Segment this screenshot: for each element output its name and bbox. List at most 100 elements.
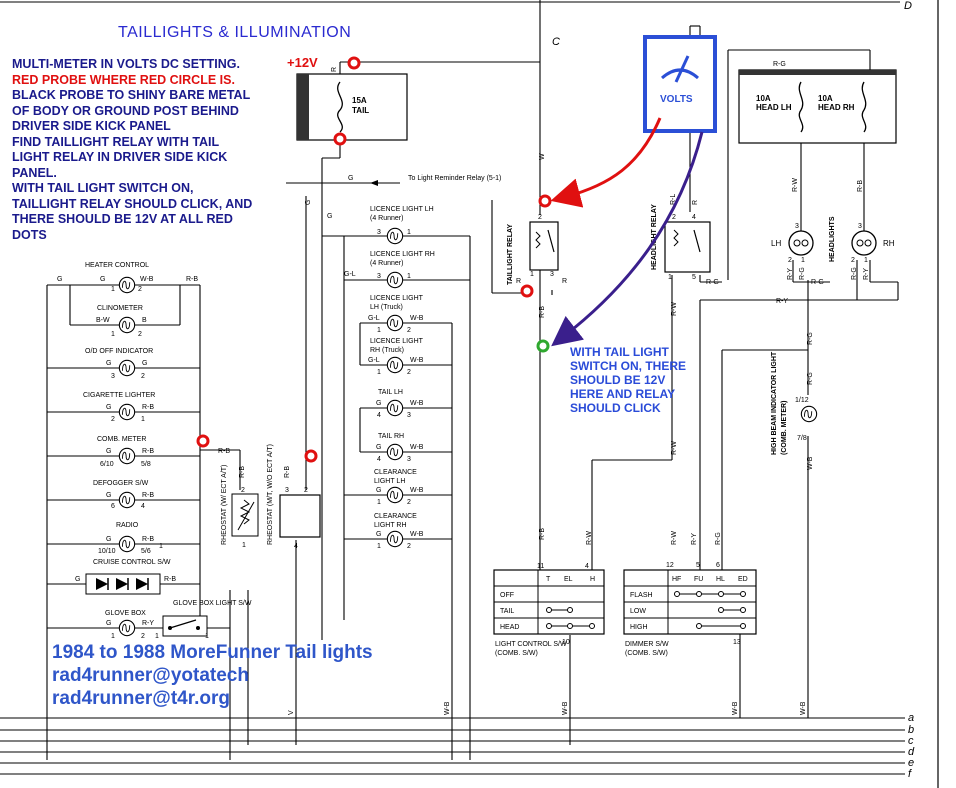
bus-letter-f: f [908,768,912,780]
high-beam-sub: (COMB. METER) [781,401,788,455]
headlight-relay-pin-1: 1 [668,274,672,281]
lc-cruise-right: R-B [164,576,176,583]
lc-heater-right: W-B [140,276,154,283]
dim-sub: (COMB. S/W) [625,650,668,657]
lc-defog-left: G [106,492,111,499]
headlights-pin-1r: 1 [864,257,868,264]
headlights: LH RH HEADLIGHTS R-G R-W R-B 3 3 2 1 2 1… [771,61,895,305]
lc-radio-pin-r: 5/6 [141,548,151,555]
lc-od-right: G [142,360,147,367]
red-arrow [550,117,662,208]
high-beam-indicator: R-G R-G W-B 1/12 7/8 HIGH BEAM INDICATOR… [771,332,818,470]
rheostat-wire-rb2: R-B [284,466,291,478]
dim-pin-13: 13 [733,639,741,646]
relay-note-line-4: HERE AND RELAY [570,387,676,401]
headlight-relay-wire-rw-low: R-W [671,441,678,455]
lc-cig-left: G [106,404,111,411]
dim-row-flash: FLASH [630,592,653,599]
lamp-0-sub: (4 Runner) [370,215,403,222]
lamp-6-left: G [376,487,381,494]
lcs-pin-10: 10 [562,639,570,646]
lc-radio-left: G [106,536,111,543]
lcs-row-head: HEAD [500,624,519,631]
instr-line-12: DOTS [12,227,47,242]
lc-glove-label: GLOVE BOX [105,610,146,617]
lc-glove-pin-l: 1 [111,633,115,640]
lamp-7-right: W-B [410,531,424,538]
lamp-6-pin-r: 2 [407,499,411,506]
lc-glove-sw-pin1: 1 [155,633,159,640]
lc-defog-label: DEFOGGER S/W [93,480,149,487]
lamp-4-pin-r: 3 [407,412,411,419]
corner-label-d: D [904,0,912,12]
rheostat-pin-2b: 2 [304,487,308,494]
lc-cig-pin-r: 1 [141,416,145,423]
headlights-pin-3r: 3 [858,223,862,230]
taillight-relay-pin-3: 3 [550,271,554,278]
headlights-ry-l: R-Y [787,268,794,280]
lamp-7-pin-r: 2 [407,543,411,550]
lamp-4-left: G [376,400,381,407]
lamp-column: LICENCE LIGHT LH (4 Runner) 3 1 LICENCE … [368,206,435,550]
taillight-relay-pin-1: 1 [530,271,534,278]
rheostat-pin-4: 4 [294,543,298,550]
lc-cruise-left: G [75,576,80,583]
instr-line-2: RED PROBE WHERE RED CIRCLE IS. [12,72,235,87]
credit-line-2: rad4runner@yotatech [52,665,249,686]
rheostat-pin-1: 1 [242,542,246,549]
lc-cig-label: CIGARETTE LIGHTER [83,392,155,399]
relay-note-line-3: SHOULD BE 12V [570,373,666,387]
bus-letter-b: b [908,724,914,736]
dim-wire-ry: R-Y [691,533,698,545]
lamp-5-pin-l: 4 [377,456,381,463]
lc-cig-right: R-B [142,404,154,411]
lamp-1-label: LICENCE LIGHT RH [370,251,435,258]
ground-wb2: W-B [562,701,569,715]
lamp-0-pin-r: 1 [407,229,411,236]
headlights-wire-rw: R-W [792,178,799,192]
instr-line-4: OF BODY OR GROUND POST BEHIND [12,103,239,118]
lc-glove-left: G [106,620,111,627]
mid-g-to-reminder: G [348,175,353,182]
lamp-1-pin-r: 1 [407,273,411,280]
lc-heater-label: HEATER CONTROL [85,262,149,269]
taillight-relay-wire-rb: R-B [539,306,546,318]
lamp-7-left: G [376,531,381,538]
lamp-7-sub: LIGHT RH [374,522,407,529]
headlight-relay-wire-rg: R-G [706,279,719,286]
page-title: TAILLIGHTS & ILLUMINATION [118,24,352,41]
lc-g-top: G [57,276,62,283]
headlights-rg-r: R-G [851,267,858,280]
rheostats: RHEOSTAT (W/ ECT A/T) RHEOSTAT (M/T, W/O… [221,200,321,550]
ground-wb4: W-B [800,701,807,715]
ground-wb1: W-B [444,701,451,715]
dimmer-switch: HF FU HL ED FLASH LOW HIGH DIMMER S/W (C… [623,531,757,657]
headlight-relay-pin-5: 5 [692,274,696,281]
dim-label: DIMMER S/W [625,641,669,648]
taillight-relay-wire-r: R [562,278,567,285]
high-beam-label: HIGH BEAM INDICATOR LIGHT [771,351,778,455]
lc-clino-pin-l: 1 [111,331,115,338]
plus-12v-label: +12V [287,55,318,70]
bus-letter-d: d [908,746,915,758]
lc-radio-right: R-B [142,536,154,543]
light-control-switch: T EL H OFF TAIL HEAD LIGHT CONTROL S/W (… [493,531,605,657]
lcs-label: LIGHT CONTROL S/W [495,641,567,648]
high-beam-wire-rg2: R-G [807,372,814,385]
dim-col-hf: HF [672,576,681,583]
bus-letter-a: a [908,712,914,724]
lc-comb-right: R-B [142,448,154,455]
lc-clino-label: CLINOMETER [97,305,143,312]
lc-radio-pin: 1 [159,543,163,550]
dim-pin-5: 5 [696,562,700,569]
head-rh-fuse-rating: 10A [818,94,833,103]
lc-radio-pin-l: 10/10 [98,548,116,555]
probe-dot-relay-coil [520,284,534,298]
lamp-1-pin-l: 3 [377,273,381,280]
head-lh-fuse-rating: 10A [756,94,771,103]
instr-line-11: THERE SHOULD BE 12V AT ALL RED [12,212,233,226]
lamp-3-left: G-L [368,357,380,364]
headlight-relay-pin-2: 2 [672,214,676,221]
lamp-3-label: LICENCE LIGHT [370,338,424,345]
